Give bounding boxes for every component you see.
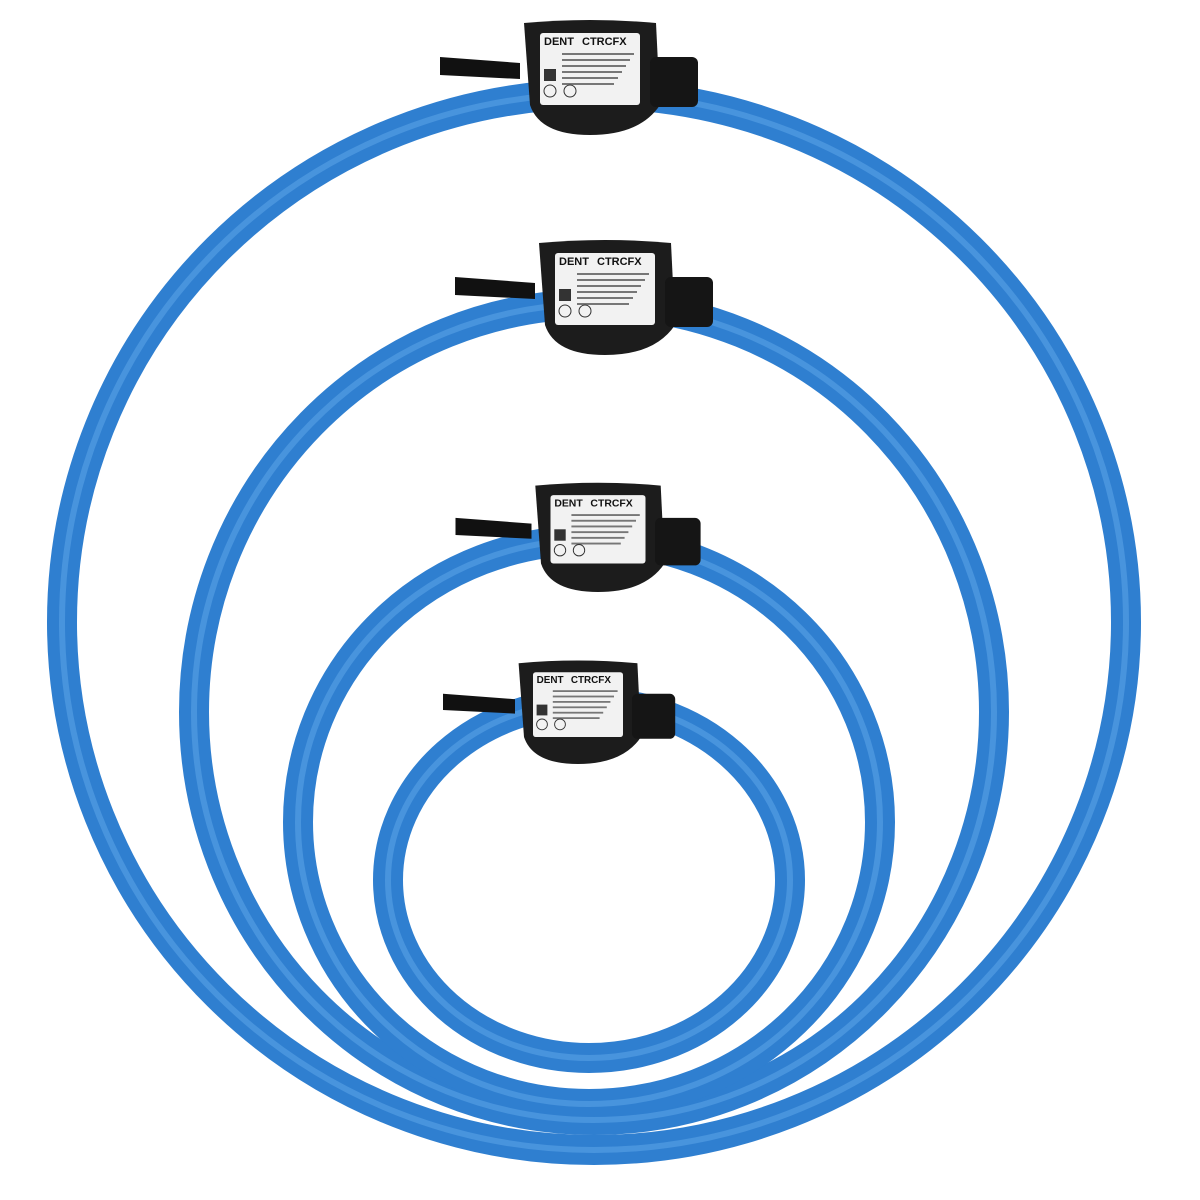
ul-mark <box>554 718 566 731</box>
connector <box>632 693 676 739</box>
sensor-housing: DENT CTRCFX <box>443 660 676 764</box>
qr-code <box>544 69 556 81</box>
connector <box>655 517 701 566</box>
connector <box>665 277 713 327</box>
model-text: CTRCFX <box>571 675 612 686</box>
connector <box>650 57 698 107</box>
model-text: CTRCFX <box>590 499 632 510</box>
qr-code <box>554 529 566 541</box>
qr-code <box>536 704 548 716</box>
sensor-housing: DENT CTRCFX <box>440 20 698 135</box>
brand-text: DENT <box>559 256 589 268</box>
disposal-symbol <box>536 718 548 731</box>
model-text: CTRCFX <box>582 36 627 48</box>
ul-mark <box>572 544 586 557</box>
ul-mark <box>578 304 592 318</box>
brand-text: DENT <box>537 675 564 686</box>
sensor-housing: DENT CTRCFX <box>455 482 701 592</box>
brand-text: DENT <box>554 499 583 510</box>
ul-mark <box>563 84 577 98</box>
qr-code <box>559 289 571 301</box>
disposal-symbol <box>543 84 557 98</box>
disposal-symbol <box>558 304 572 318</box>
disposal-symbol <box>553 544 567 557</box>
sensor-housing: DENT CTRCFX <box>455 240 713 355</box>
brand-text: DENT <box>544 36 574 48</box>
model-text: CTRCFX <box>597 256 642 268</box>
